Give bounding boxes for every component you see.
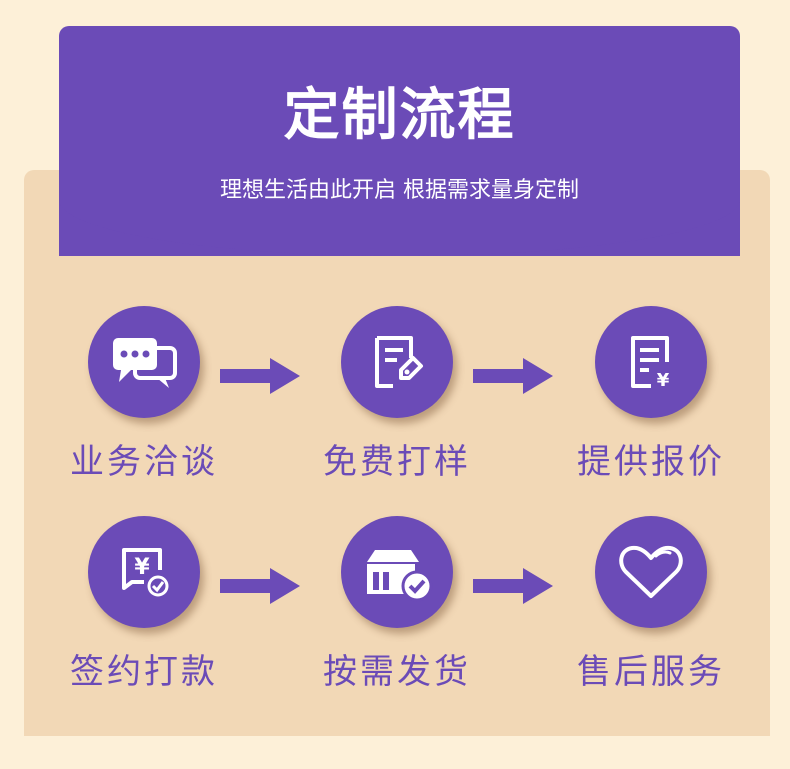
arrow-right-icon [473, 358, 553, 394]
process-card [24, 170, 770, 736]
step-business-talk: 业务洽谈 [54, 306, 234, 483]
step-icon-circle: ¥ [595, 306, 707, 418]
step-label: 免费打样 [323, 442, 471, 482]
arrow-right-icon [473, 568, 553, 604]
step-icon-circle [595, 516, 707, 628]
step-quotation: ¥ 提供报价 [561, 306, 741, 483]
step-label: 售后服务 [577, 652, 725, 692]
step-icon-circle [341, 516, 453, 628]
page-title: 定制流程 [283, 83, 516, 148]
step-label: 按需发货 [323, 652, 471, 692]
step-icon-circle: ¥ [88, 516, 200, 628]
step-icon-circle [88, 306, 200, 418]
heart-icon [619, 545, 683, 598]
step-label: 业务洽谈 [70, 442, 218, 482]
edit-document-icon [375, 336, 423, 388]
chat-bubbles-icon [113, 338, 177, 388]
step-shipping: 按需发货 [307, 516, 487, 693]
page-subtitle: 理想生活由此开启 根据需求量身定制 [220, 178, 579, 203]
step-contract-payment: ¥ 签约打款 [54, 516, 234, 693]
arrow-right-icon [220, 358, 300, 394]
warehouse-check-icon [367, 550, 433, 602]
step-label: 签约打款 [70, 652, 218, 692]
step-after-sales: 售后服务 [561, 516, 741, 693]
step-label: 提供报价 [577, 442, 725, 482]
step-free-sample: 免费打样 [307, 306, 487, 483]
arrow-right-icon [220, 568, 300, 604]
svg-text:¥: ¥ [657, 370, 670, 391]
step-icon-circle [341, 306, 453, 418]
payment-check-icon: ¥ [122, 548, 169, 597]
svg-text:¥: ¥ [134, 555, 150, 580]
price-document-icon: ¥ [631, 336, 670, 391]
